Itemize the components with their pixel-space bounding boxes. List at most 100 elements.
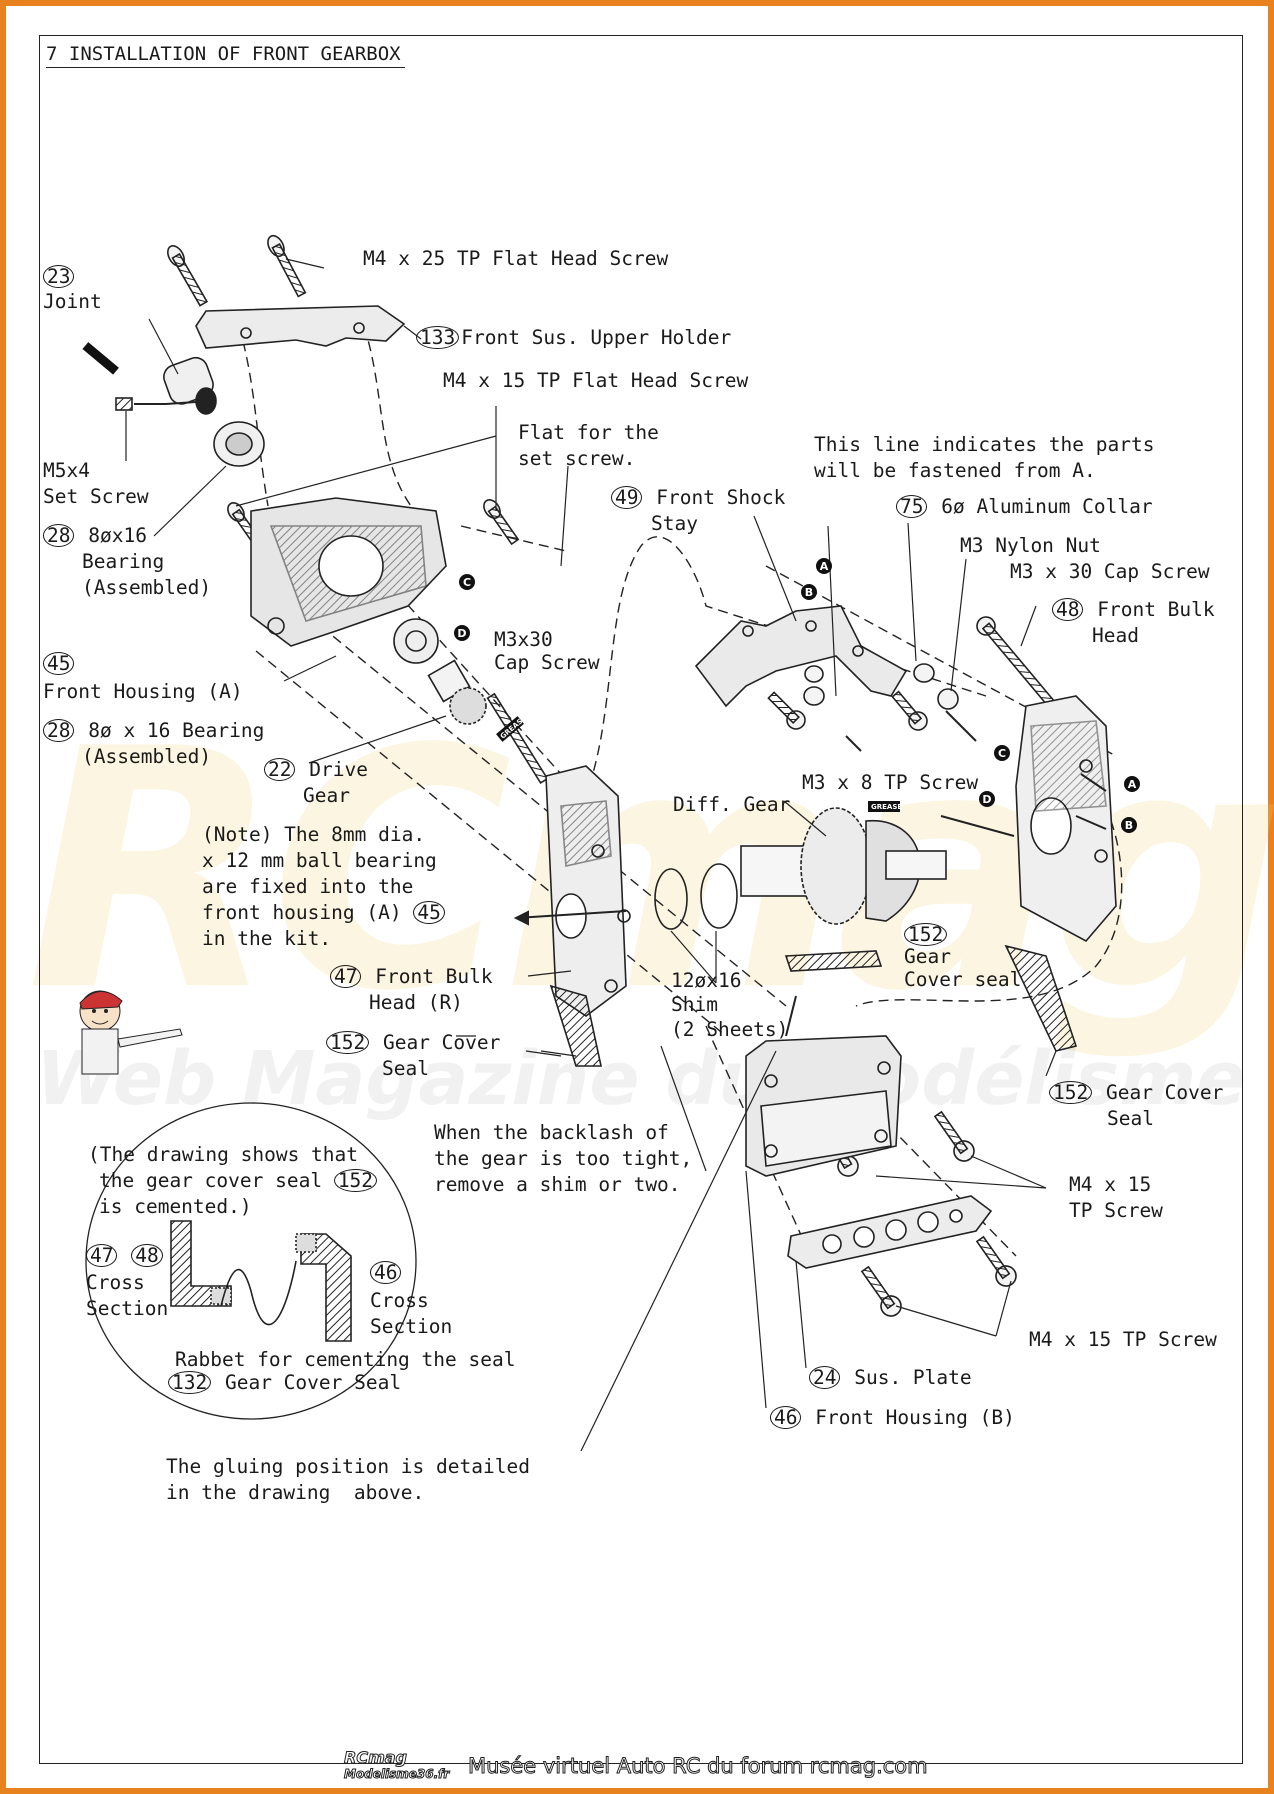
collars	[803, 663, 959, 710]
label-m3x30-1: M3x30	[494, 628, 553, 651]
tag-b-stay: B	[805, 586, 813, 599]
exploded-gearbox-diagram: C D A B C D A B GREASE GREASE	[82, 234, 1140, 1452]
label-bulk-head-r: 47 Front Bulk	[330, 964, 493, 990]
label-bearing-1: 28 8øx16	[43, 523, 147, 549]
tag-d-right: D	[982, 793, 991, 806]
label-joint-number: 23	[43, 264, 76, 290]
note-line-1: (Note) The 8mm dia.	[202, 823, 426, 846]
cross-section-47-48	[170, 1220, 232, 1307]
backlash-line-2: the gear is too tight,	[434, 1147, 693, 1170]
tag-c-left: C	[463, 576, 471, 589]
label-diff-gear: Diff. Gear	[673, 793, 791, 816]
label-gear-cover-seal-right-2: Seal	[1107, 1107, 1154, 1130]
note-line-4: front housing (A) 45	[202, 900, 447, 926]
label-aluminum-collar: 75 6ø Aluminum Collar	[896, 494, 1153, 520]
part-number-23: 23	[43, 265, 75, 288]
label-drive-gear: 22 Drive	[264, 757, 368, 783]
label-drive-gear-2: Gear	[303, 784, 350, 807]
label-flat-set-screw-1: Flat for the	[518, 421, 659, 444]
label-m3x8-screw: M3 x 8 TP Screw	[802, 771, 979, 794]
label-bearing-2-line2: (Assembled)	[82, 745, 212, 768]
label-bearing-2: 28 8ø x 16 Bearing	[43, 718, 264, 744]
drawing-note-3: is cemented.)	[99, 1195, 252, 1218]
footer-watermark-text: Musée virtuel Auto RC du forum rcmag.com	[468, 1754, 929, 1779]
part-number-28: 28	[43, 524, 75, 547]
backlash-line-1: When the backlash of	[434, 1121, 669, 1144]
part-number-48b: 48	[131, 1244, 163, 1267]
part-number-47: 47	[330, 965, 362, 988]
label-m4x15-tp-screw-2: TP Screw	[1069, 1199, 1163, 1222]
drawing-note-2: the gear cover seal 152	[99, 1168, 379, 1194]
label-gear-cover-seal-left-2: Seal	[382, 1057, 429, 1080]
part-number-46b: 46	[370, 1261, 402, 1284]
label-shim-1: 12øx16	[671, 969, 742, 992]
part-number-75: 75	[896, 495, 928, 518]
gear-cover-seal-right	[1004, 944, 1078, 1052]
part-number-24: 24	[809, 1366, 841, 1389]
label-gear-cover-seal-center-1: Gear	[904, 945, 951, 968]
part-number-22: 22	[264, 758, 296, 781]
label-rabbet: Rabbet for cementing the seal	[175, 1348, 516, 1371]
label-bearing-1-line2: Bearing	[82, 550, 165, 573]
label-flat-set-screw-2: set screw.	[518, 447, 636, 470]
note-line-2: x 12 mm ball bearing	[202, 849, 437, 872]
label-sus-plate: 24 Sus. Plate	[809, 1365, 972, 1391]
label-front-bulk-head-2: Head	[1092, 624, 1139, 647]
shim-1	[654, 868, 688, 930]
leader-lines	[125, 258, 1057, 1452]
part-number-49: 49	[611, 486, 643, 509]
direction-arrows	[165, 401, 1107, 1037]
label-gear-cover-seal-center-num: 152	[904, 922, 949, 948]
label-shim-2: Shim	[671, 993, 718, 1016]
part-number-152a: 152	[904, 923, 948, 946]
note-line-5: in the kit.	[202, 927, 332, 950]
label-m4x25-flat-head-screw: M4 x 25 TP Flat Head Screw	[363, 247, 669, 270]
label-set-screw-2: Set Screw	[43, 485, 149, 508]
label-nylon-nut: M3 Nylon Nut	[960, 534, 1101, 557]
gear-cover-seal-left	[549, 984, 602, 1067]
label-m4x15-tp-screw-1: M4 x 15	[1069, 1173, 1152, 1196]
drive-gear-part	[427, 659, 487, 725]
part-number-45b: 45	[413, 901, 445, 924]
page-title: 7 INSTALLATION OF FRONT GEARBOX	[46, 43, 405, 68]
label-line-a-1: This line indicates the parts	[814, 433, 1155, 456]
label-gear-cover-seal-left: 152 Gear Cover	[326, 1030, 500, 1056]
label-bearing-1-line3: (Assembled)	[82, 576, 212, 599]
label-front-bulk-head: 48 Front Bulk	[1052, 597, 1215, 623]
part-number-133: 133	[416, 326, 460, 349]
label-shock-stay-2: Stay	[651, 512, 698, 535]
gluing-note-1: The gluing position is detailed	[166, 1455, 530, 1478]
part-number-152d: 152	[333, 1169, 378, 1192]
tag-b-right: B	[1125, 819, 1133, 832]
label-gear-cover-seal-center-2: Cover seal	[904, 968, 1022, 991]
diff-gear-part	[740, 807, 947, 925]
part-number-46: 46	[770, 1406, 802, 1429]
label-gear-cover-seal-right: 152 Gear Cover	[1049, 1080, 1223, 1106]
cross-section-46	[300, 1233, 352, 1342]
part-number-152c: 152	[1049, 1081, 1093, 1104]
upper-holder-part	[195, 305, 406, 349]
front-shock-stay-part	[694, 605, 908, 708]
label-cross-section-right-2: Section	[370, 1315, 453, 1338]
label-m3x30-2: Cap Screw	[494, 651, 600, 674]
part-number-45: 45	[43, 652, 75, 675]
label-m4x15-flat-head-screw: M4 x 15 TP Flat Head Screw	[443, 369, 749, 392]
letter-tags: C D A B C D A B	[454, 558, 1140, 833]
manual-page: RCmag Web Magazine du Modélisme RC 7 INS…	[6, 6, 1274, 1788]
tag-d-left: D	[457, 627, 466, 640]
backlash-line-3: remove a shim or two.	[434, 1173, 681, 1196]
drawing-note-1: (The drawing shows that	[88, 1143, 359, 1166]
tag-c-right: C	[998, 747, 1006, 760]
label-joint: Joint	[43, 290, 102, 313]
label-m4x15-tp-screw-bottom: M4 x 15 TP Screw	[1029, 1328, 1217, 1351]
part-number-152b: 152	[326, 1031, 370, 1054]
part-number-28b: 28	[43, 719, 75, 742]
label-housing-a-number: 45	[43, 651, 76, 677]
label-shim-3: (2 Sheets)	[671, 1018, 789, 1041]
detail-circle	[85, 1102, 417, 1420]
note-line-3: are fixed into the	[202, 875, 414, 898]
page-frame	[39, 35, 1243, 1764]
gluing-note-2: in the drawing above.	[166, 1481, 425, 1504]
